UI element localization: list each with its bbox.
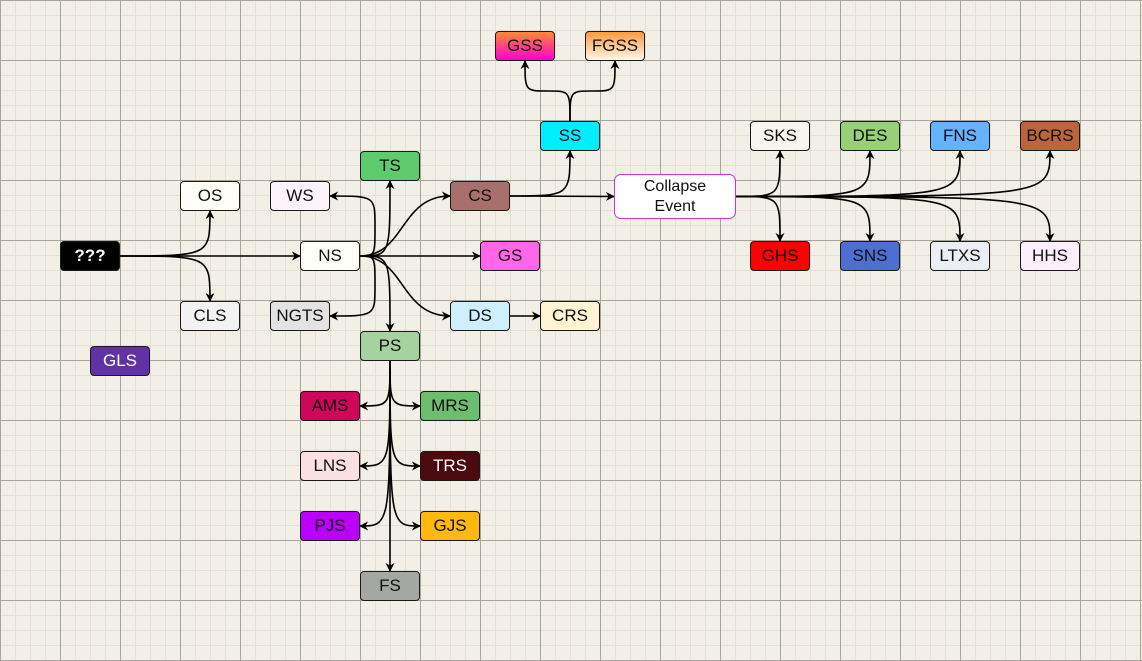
node-gs[interactable]: GS	[480, 241, 540, 271]
node-ams[interactable]: AMS	[300, 391, 360, 421]
node-sks[interactable]: SKS	[750, 121, 810, 151]
node-os[interactable]: OS	[180, 181, 240, 211]
edge-cs-to-ss[interactable]	[509, 150, 575, 197]
edge-ns-to-ps[interactable]	[359, 255, 395, 332]
edge-ps-to-lns[interactable]	[359, 360, 391, 471]
node-ltxs[interactable]: LTXS	[930, 241, 990, 271]
node-gls[interactable]: GLS	[90, 346, 150, 376]
node-hhs[interactable]: HHS	[1020, 241, 1080, 271]
edge-collapse-to-ghs[interactable]	[735, 195, 785, 242]
node-fs[interactable]: FS	[360, 571, 420, 601]
edge-ss-to-gss[interactable]	[520, 60, 571, 122]
node-crs[interactable]: CRS	[540, 301, 600, 331]
node-ghs[interactable]: GHS	[750, 241, 810, 271]
node-ns[interactable]: NS	[300, 241, 360, 271]
node-gjs[interactable]: GJS	[420, 511, 480, 541]
node-pjs[interactable]: PJS	[300, 511, 360, 541]
node-mrs[interactable]: MRS	[420, 391, 480, 421]
edge-ps-to-gjs[interactable]	[389, 360, 421, 531]
node-collapse-event[interactable]: Collapse Event	[614, 174, 736, 219]
node-ds[interactable]: DS	[450, 301, 510, 331]
edge-collapse-to-fns[interactable]	[735, 150, 965, 198]
edge-collapse-to-sks[interactable]	[735, 150, 785, 198]
edge-unknown-to-os[interactable]	[119, 210, 215, 257]
node-ws[interactable]: WS	[270, 181, 330, 211]
edge-unknown-to-cls[interactable]	[119, 255, 215, 302]
edge-ss-to-fgss[interactable]	[569, 60, 620, 122]
edge-ns-to-ds[interactable]	[359, 255, 451, 321]
edge-ps-to-ams[interactable]	[359, 360, 391, 411]
edge-collapse-to-sns[interactable]	[735, 195, 875, 242]
node-ss[interactable]: SS	[540, 121, 600, 151]
edge-ps-to-mrs[interactable]	[389, 360, 421, 411]
node-fns[interactable]: FNS	[930, 121, 990, 151]
node-cls[interactable]: CLS	[180, 301, 240, 331]
edge-collapse-to-hhs[interactable]	[735, 195, 1055, 242]
edge-ns-to-cs[interactable]	[359, 191, 451, 257]
node-ts[interactable]: TS	[360, 151, 420, 181]
node-des[interactable]: DES	[840, 121, 900, 151]
node-fgss[interactable]: FGSS	[585, 31, 645, 61]
node-unknown[interactable]: ???	[60, 241, 120, 271]
node-ngts[interactable]: NGTS	[270, 301, 330, 331]
node-trs[interactable]: TRS	[420, 451, 480, 481]
node-ps[interactable]: PS	[360, 331, 420, 361]
node-gss[interactable]: GSS	[495, 31, 555, 61]
edge-collapse-to-ltxs[interactable]	[735, 195, 965, 242]
node-bcrs[interactable]: BCRS	[1020, 121, 1080, 151]
edge-ps-to-pjs[interactable]	[359, 360, 391, 531]
node-lns[interactable]: LNS	[300, 451, 360, 481]
edge-ps-to-trs[interactable]	[389, 360, 421, 471]
edge-collapse-to-bcrs[interactable]	[735, 150, 1055, 198]
edge-collapse-to-des[interactable]	[735, 150, 875, 198]
edge-cs-to-collapse[interactable]	[509, 191, 615, 201]
node-cs[interactable]: CS	[450, 181, 510, 211]
node-sns[interactable]: SNS	[840, 241, 900, 271]
